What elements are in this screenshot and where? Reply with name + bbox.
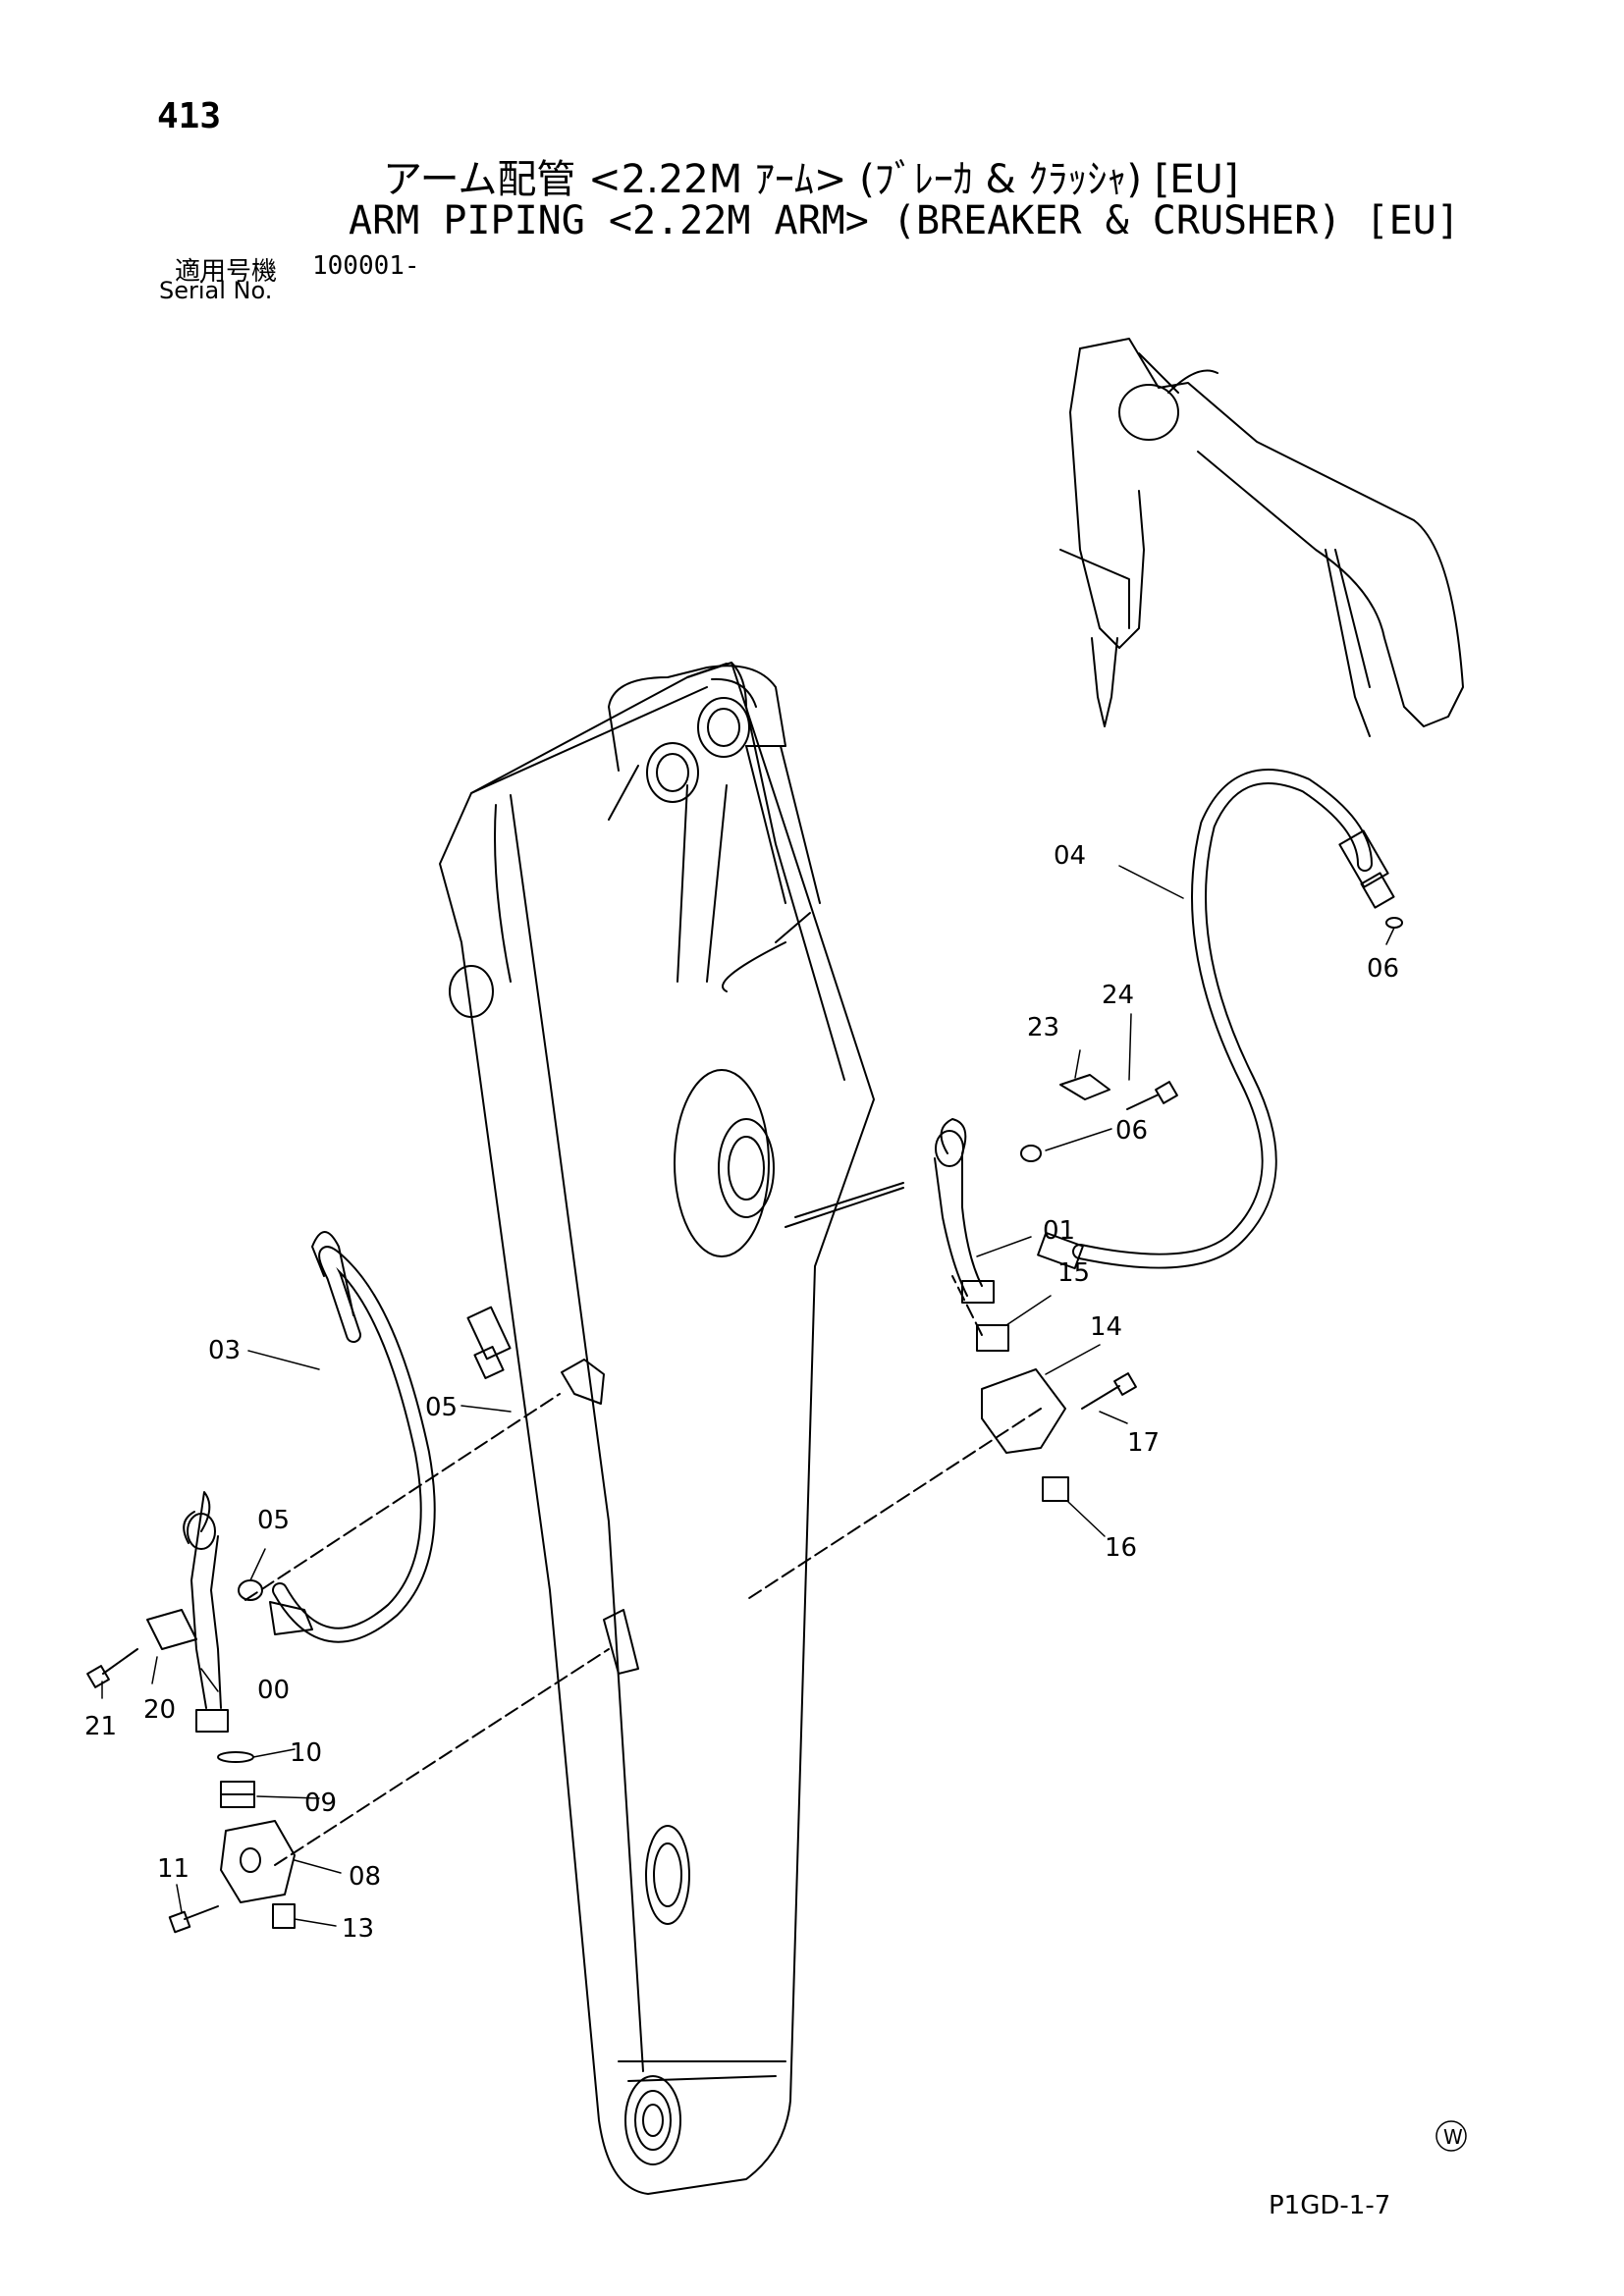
part-label-23: 23 [1027,1013,1059,1042]
serial-label-japanese: 適用号機 [175,257,278,287]
part-label-17: 17 [1127,1428,1160,1458]
part-label-03: 03 [208,1336,241,1365]
part-label-05a: 05 [425,1393,458,1422]
part-label-13: 13 [342,1914,374,1944]
part-label-06a: 06 [1367,954,1399,984]
title-japanese: アーム配管 <2.22M ｱｰﾑ> (ﾌﾞﾚｰｶ & ｸﾗｯｼｬ) [EU] [383,157,1239,202]
w-mark: W [1435,2120,1467,2152]
part-label-04: 04 [1054,841,1086,871]
part-label-05b: 05 [257,1506,290,1535]
page-number: 413 [157,96,222,136]
part-label-01: 01 [1043,1216,1075,1246]
title-english: ARM PIPING <2.22M ARM> (BREAKER & CRUSHE… [349,198,1460,243]
part-label-24: 24 [1102,981,1134,1010]
hose-04 [1037,769,1403,1270]
part-label-06b: 06 [1115,1116,1148,1146]
pipe-01-assembly [745,1074,1178,1601]
pipe-00-assembly [86,1393,610,1934]
part-labels: 03 05 05 00 20 21 10 09 08 11 13 04 06 2… [84,841,1399,1944]
serial-number-value: 100001- [312,251,420,281]
part-label-16: 16 [1105,1533,1137,1563]
leader-lines [101,865,1395,1927]
part-label-14: 14 [1090,1312,1122,1342]
part-label-10: 10 [290,1738,322,1768]
part-label-11: 11 [157,1854,189,1884]
drawing-code: P1GD-1-7 [1269,2191,1391,2220]
part-label-20: 20 [143,1695,176,1725]
hose-03 [272,1231,512,1643]
part-label-00: 00 [257,1676,290,1705]
serial-label-english: Serial No. [159,277,273,304]
arm-body [439,662,904,2195]
inset-excavator-view [1059,338,1464,737]
part-label-09: 09 [304,1789,337,1818]
part-label-15: 15 [1057,1258,1090,1288]
w-mark-letter: W [1443,2125,1463,2149]
part-label-08: 08 [349,1862,381,1892]
part-label-21: 21 [84,1712,117,1741]
